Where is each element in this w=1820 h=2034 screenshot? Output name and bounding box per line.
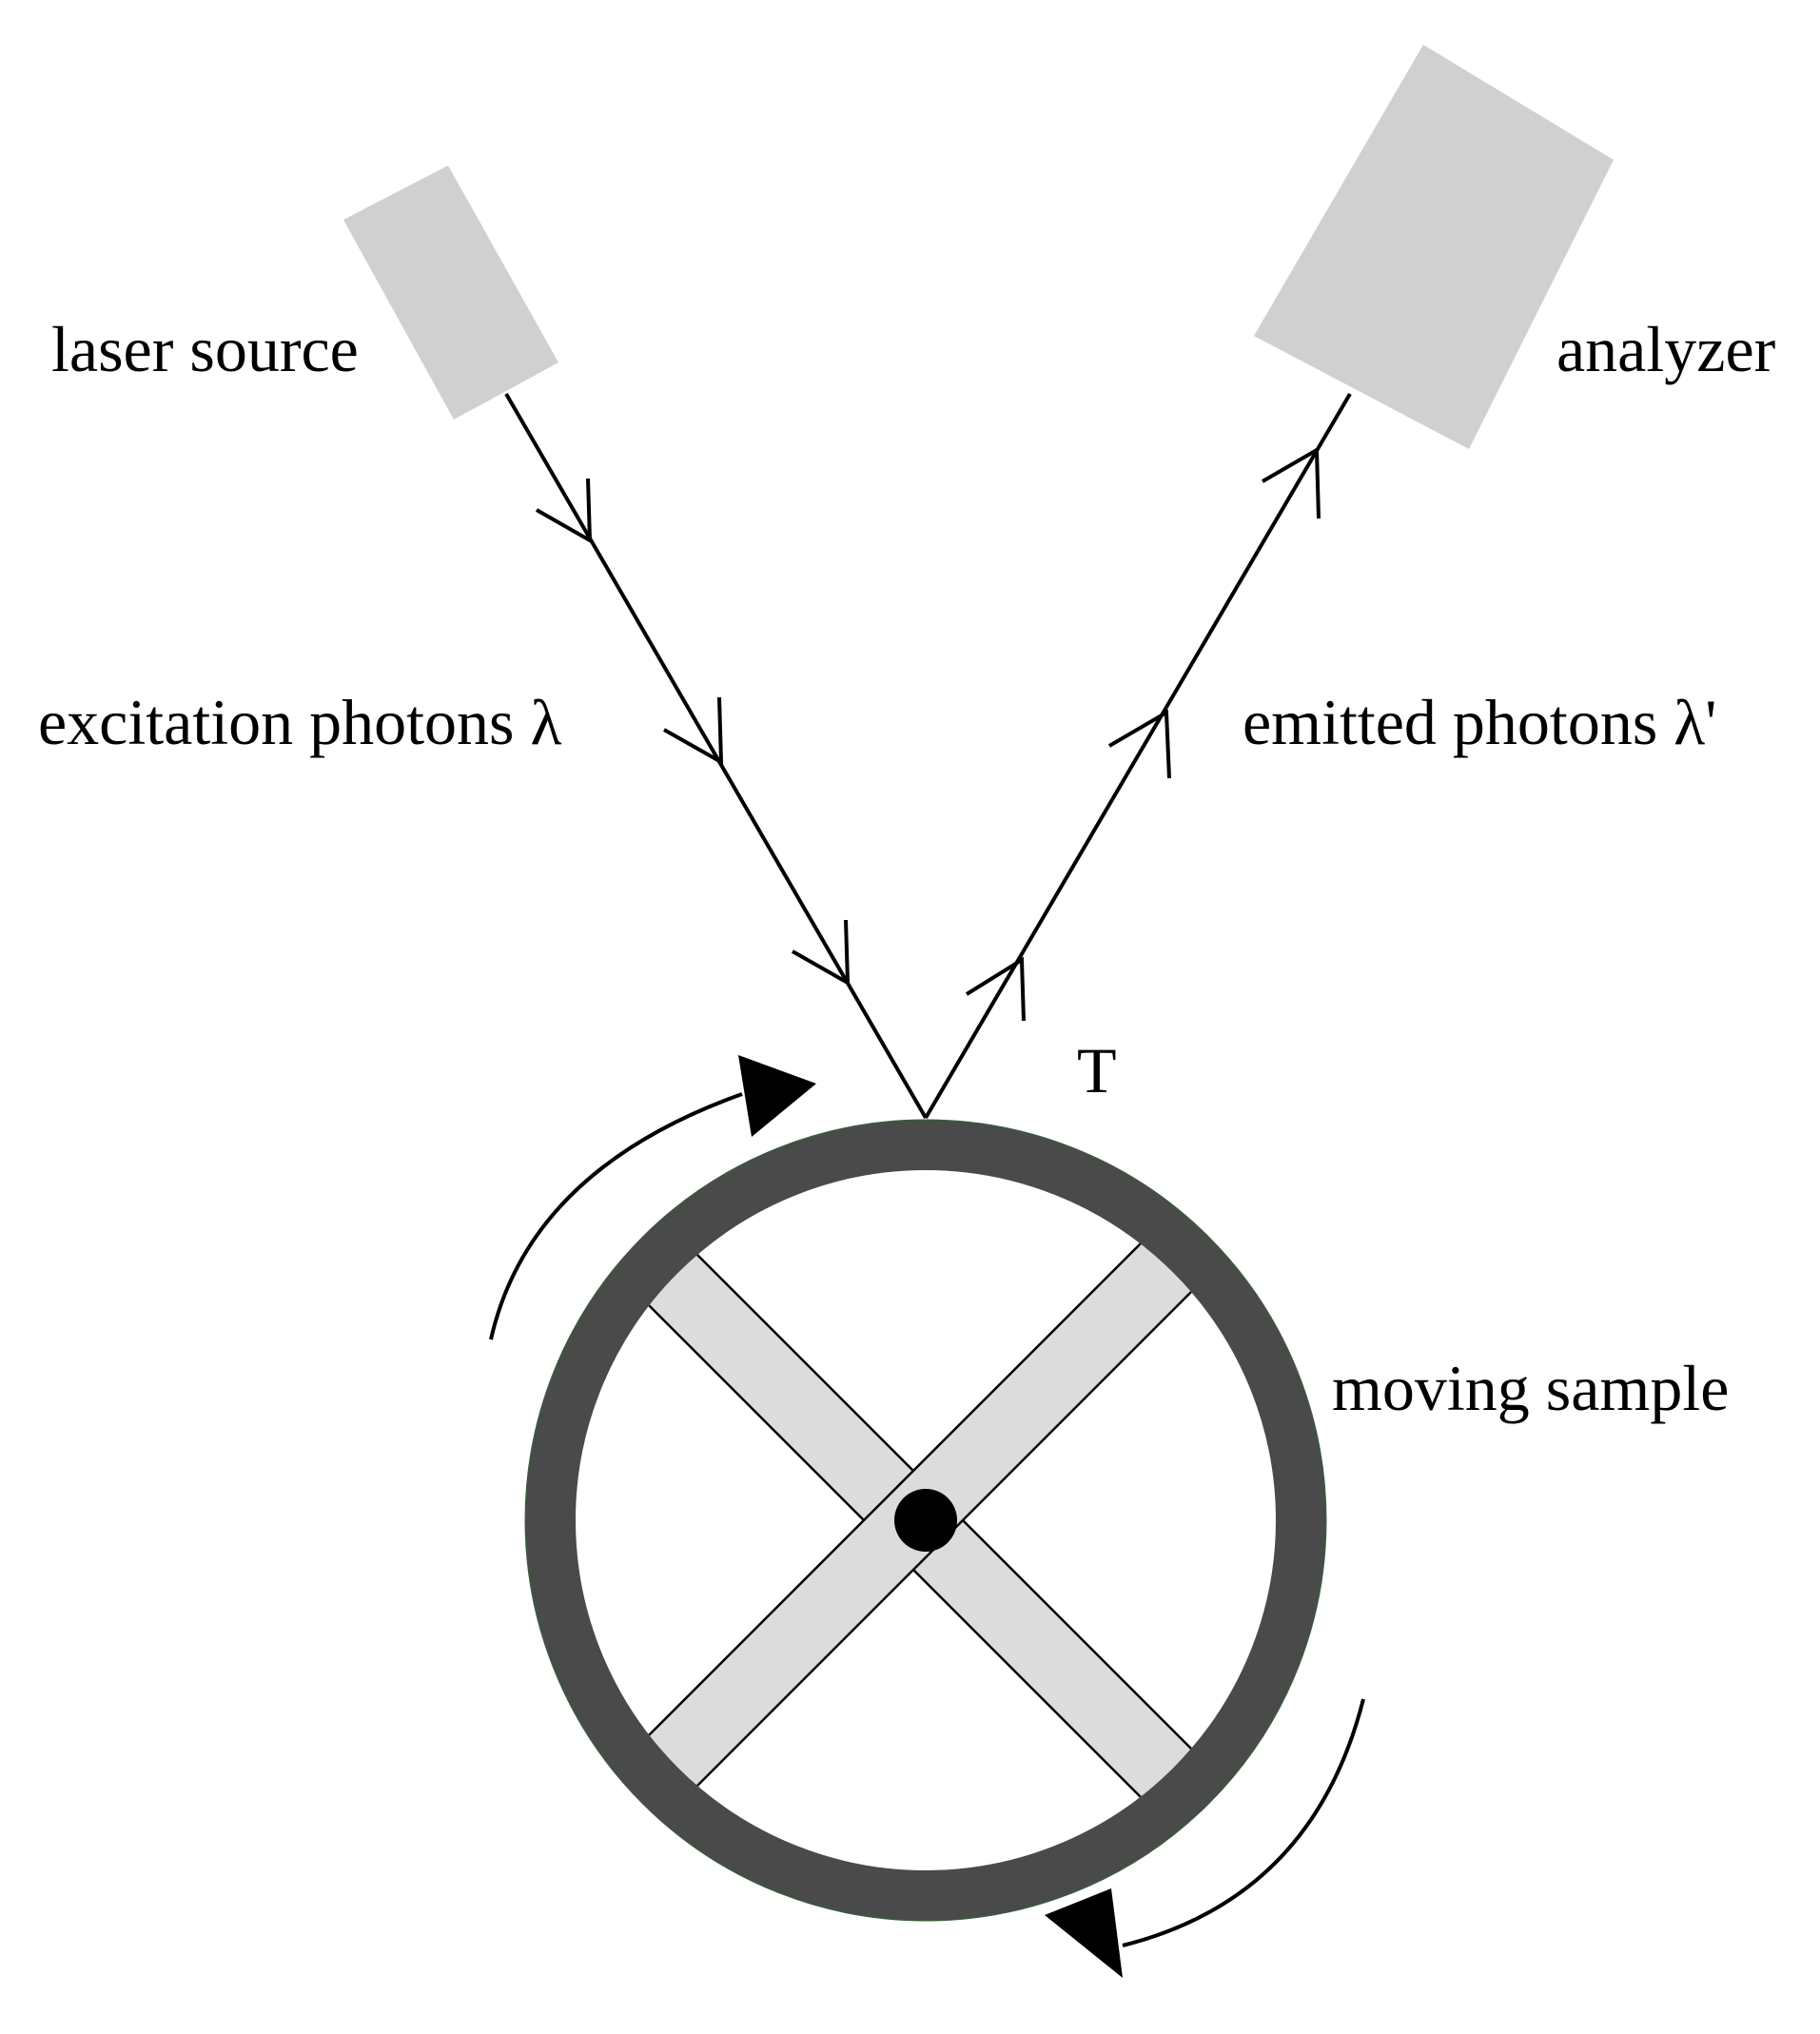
moving-sample-wheel bbox=[524, 1119, 1327, 1922]
emitted-arrowhead-3 bbox=[1261, 446, 1321, 519]
wheel-hub bbox=[894, 1489, 957, 1552]
moving-sample-label: moving sample bbox=[1332, 1352, 1729, 1424]
rotation-arrowhead-bottom bbox=[1045, 1888, 1123, 1978]
analyzer-box bbox=[1254, 45, 1614, 449]
emitted-arrowheads bbox=[965, 446, 1321, 1022]
laser-source-box bbox=[343, 166, 558, 420]
emitted-photons-label: emitted photons λ' bbox=[1243, 686, 1717, 758]
analyzer-label: analyzer bbox=[1556, 313, 1776, 385]
rotation-arc-top bbox=[489, 1092, 743, 1340]
excitation-arrowhead-3 bbox=[792, 919, 851, 987]
rotation-arc-bottom bbox=[1122, 1698, 1365, 1947]
excitation-photons-label: excitation photons λ bbox=[38, 686, 561, 758]
rotation-arrowhead-top bbox=[738, 1055, 816, 1137]
rotation-arrow-top bbox=[489, 1055, 816, 1340]
excitation-arrowhead-1 bbox=[536, 478, 593, 544]
emitted-arrowhead-2 bbox=[1107, 709, 1171, 779]
rotation-arrow-bottom bbox=[1045, 1698, 1365, 1978]
excitation-arrowhead-2 bbox=[663, 696, 724, 766]
excitation-beam bbox=[504, 392, 928, 1120]
emitted-arrowhead-1 bbox=[965, 956, 1026, 1022]
excitation-arrowheads bbox=[536, 478, 851, 987]
point-t-label: T bbox=[1077, 1034, 1117, 1106]
laser-source-label: laser source bbox=[51, 313, 359, 385]
emitted-beam bbox=[924, 392, 1352, 1120]
wheel-ring bbox=[526, 1121, 1325, 1920]
